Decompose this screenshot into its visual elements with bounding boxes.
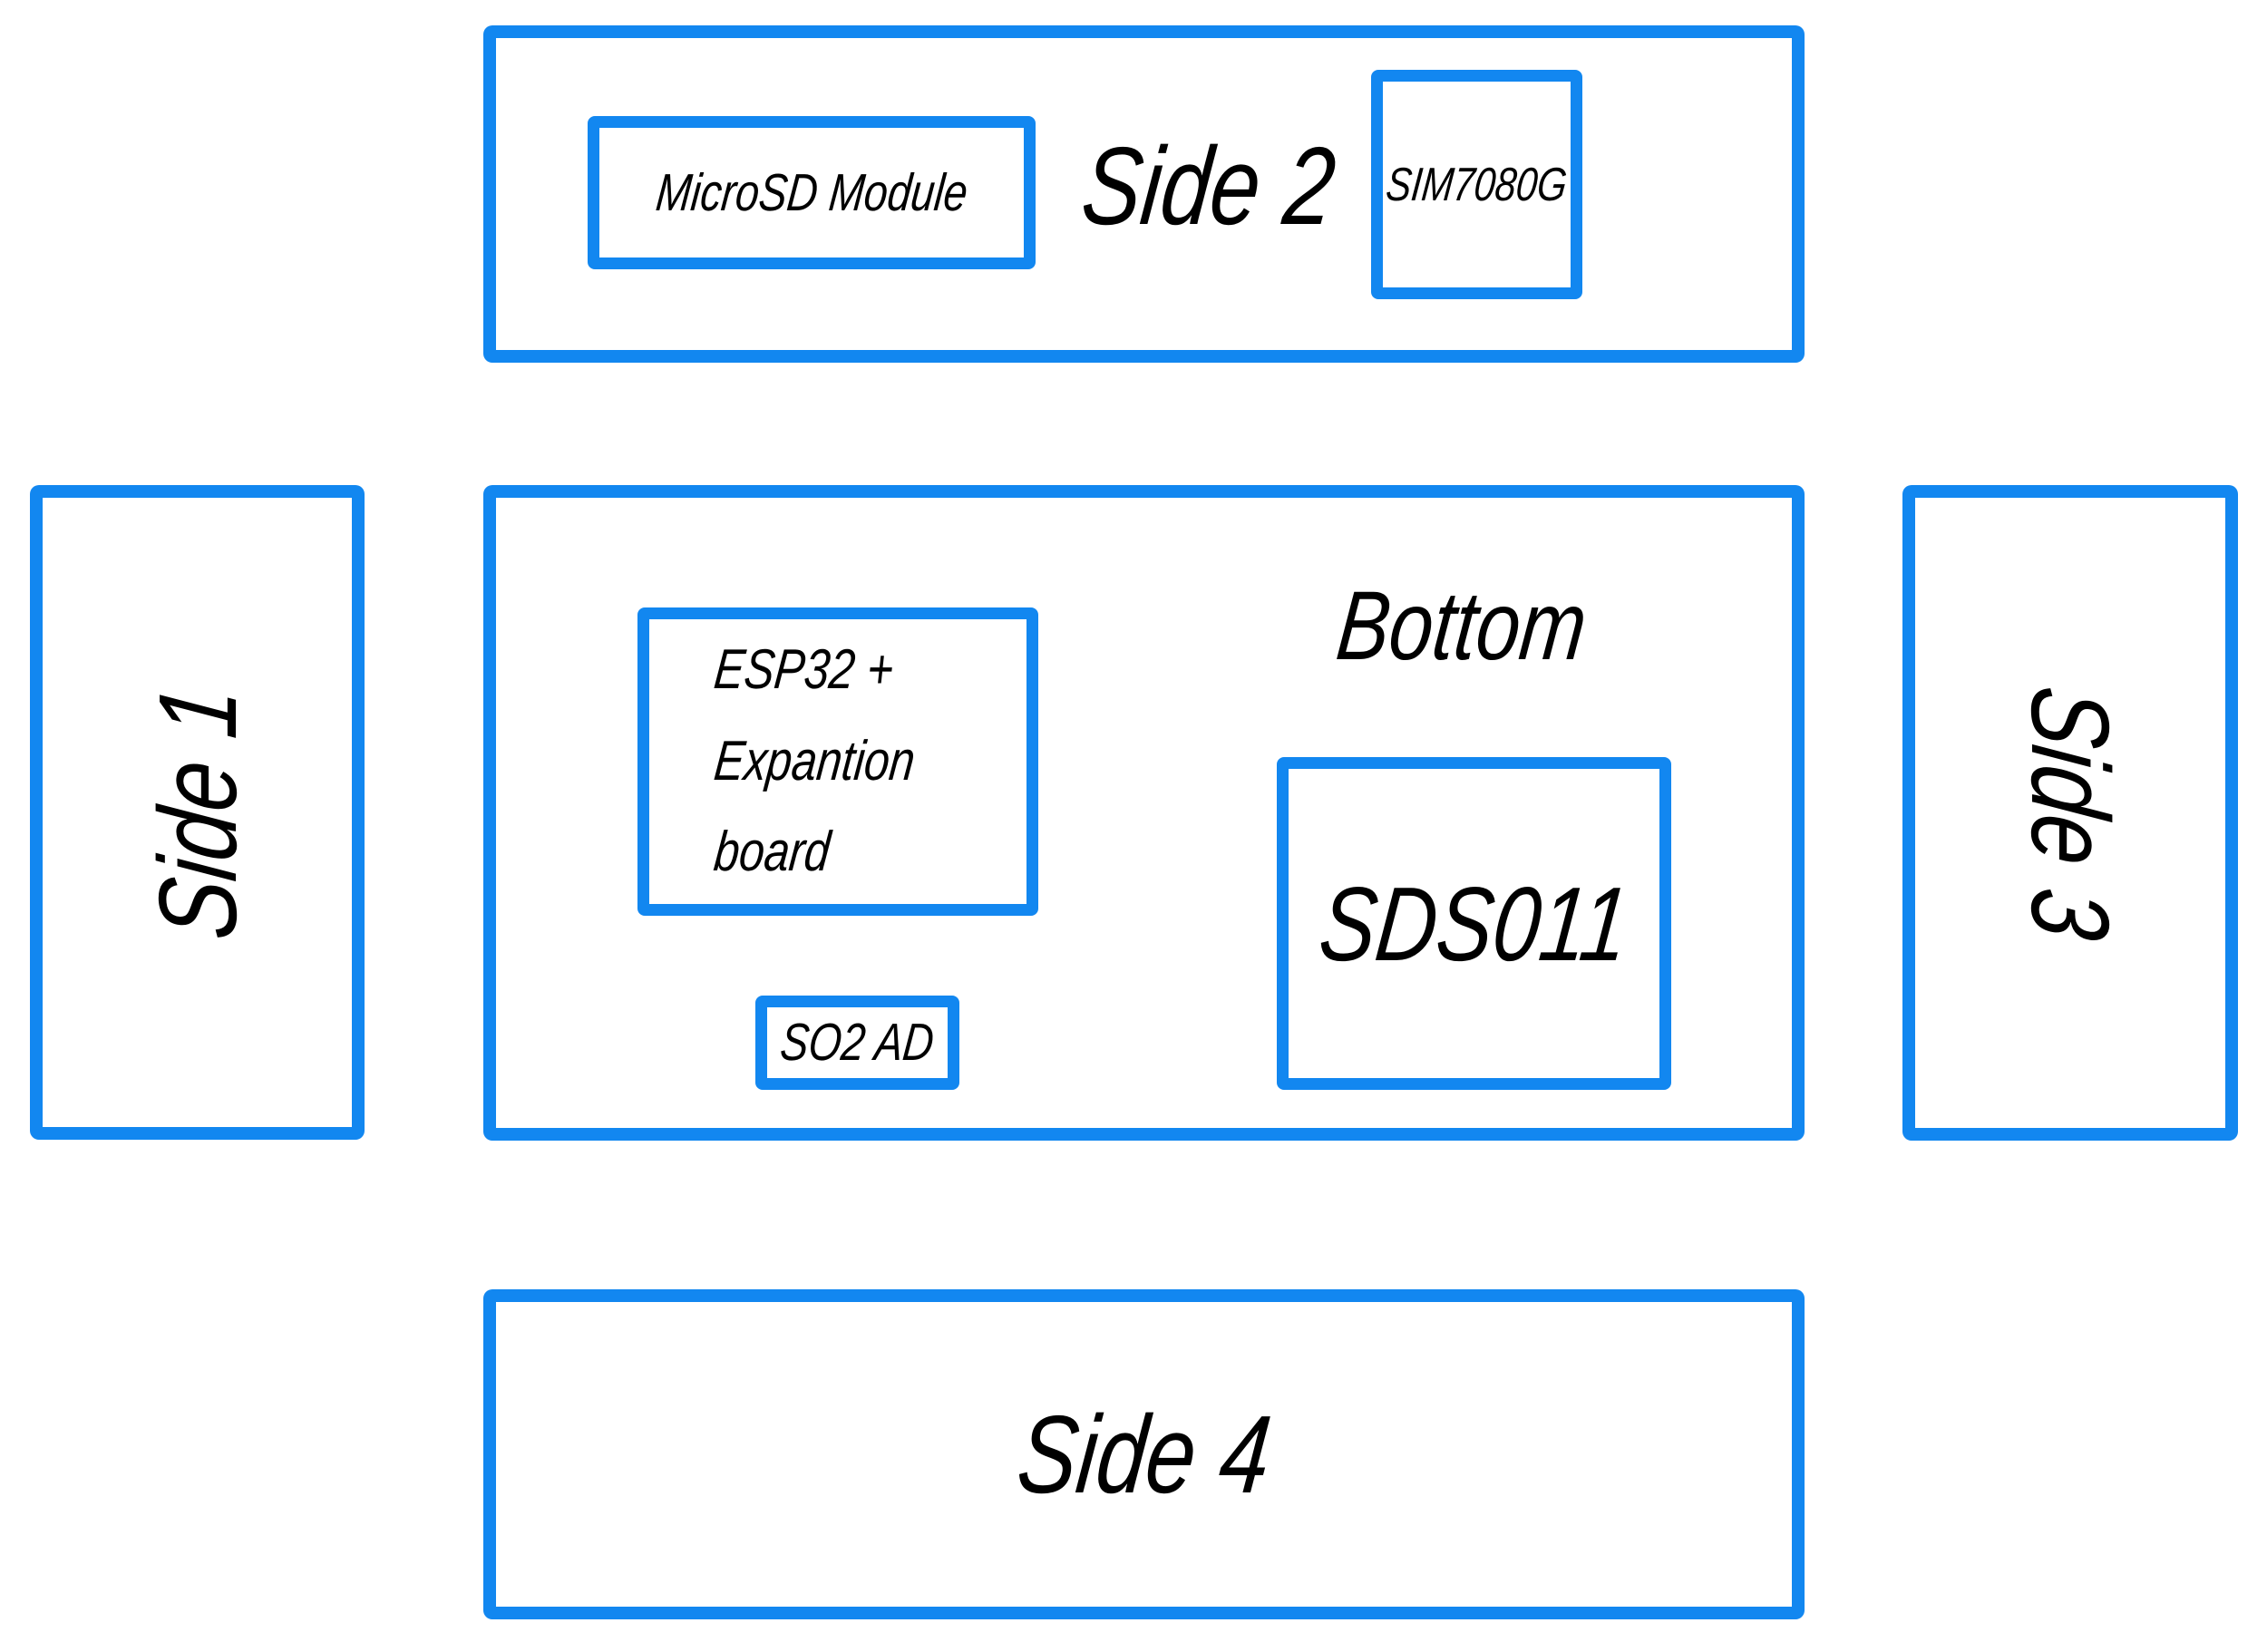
panel-side2-label: Side 2: [1076, 124, 1341, 248]
panel-side4-label: Side 4: [1011, 1393, 1277, 1516]
panel-side4-label-box: Side 4: [496, 1302, 1792, 1607]
esp32-label-line1: ESP32 +: [711, 638, 897, 702]
panel-side2: MicroSD Module Side 2 SIM7080G: [483, 25, 1805, 363]
panel-side3: Side 3: [1902, 485, 2238, 1141]
component-sds011: SDS011: [1277, 757, 1671, 1090]
component-sim7080g: SIM7080G: [1371, 70, 1582, 299]
sds011-label: SDS011: [1314, 864, 1634, 983]
component-microsd-module: MicroSD Module: [588, 116, 1036, 269]
panel-side1-label-box: Side 1: [43, 498, 352, 1127]
panel-side3-label-box: Side 3: [1915, 498, 2225, 1128]
component-so2-ad: SO2 AD: [755, 996, 959, 1090]
so2-ad-label: SO2 AD: [777, 1013, 938, 1072]
component-esp32-expansion-board: ESP32 + Expantion board: [637, 607, 1038, 916]
panel-bottom-label-box: Bottom: [1280, 535, 1643, 716]
panel-side2-label-box: Side 2: [1027, 95, 1390, 277]
panel-side3-label: Side 3: [2009, 680, 2132, 946]
panel-bottom-label: Bottom: [1331, 570, 1592, 680]
panel-side4: Side 4: [483, 1289, 1805, 1619]
panel-side1-label: Side 1: [135, 680, 259, 945]
microsd-module-label: MicroSD Module: [653, 162, 970, 222]
esp32-label-line3: board: [711, 821, 833, 884]
panel-bottom: Bottom ESP32 + Expantion board SO2 AD SD…: [483, 485, 1805, 1141]
esp32-label-line2: Expantion: [711, 729, 919, 792]
sim7080g-label: SIM7080G: [1384, 158, 1570, 211]
panel-side1: Side 1: [30, 485, 365, 1140]
